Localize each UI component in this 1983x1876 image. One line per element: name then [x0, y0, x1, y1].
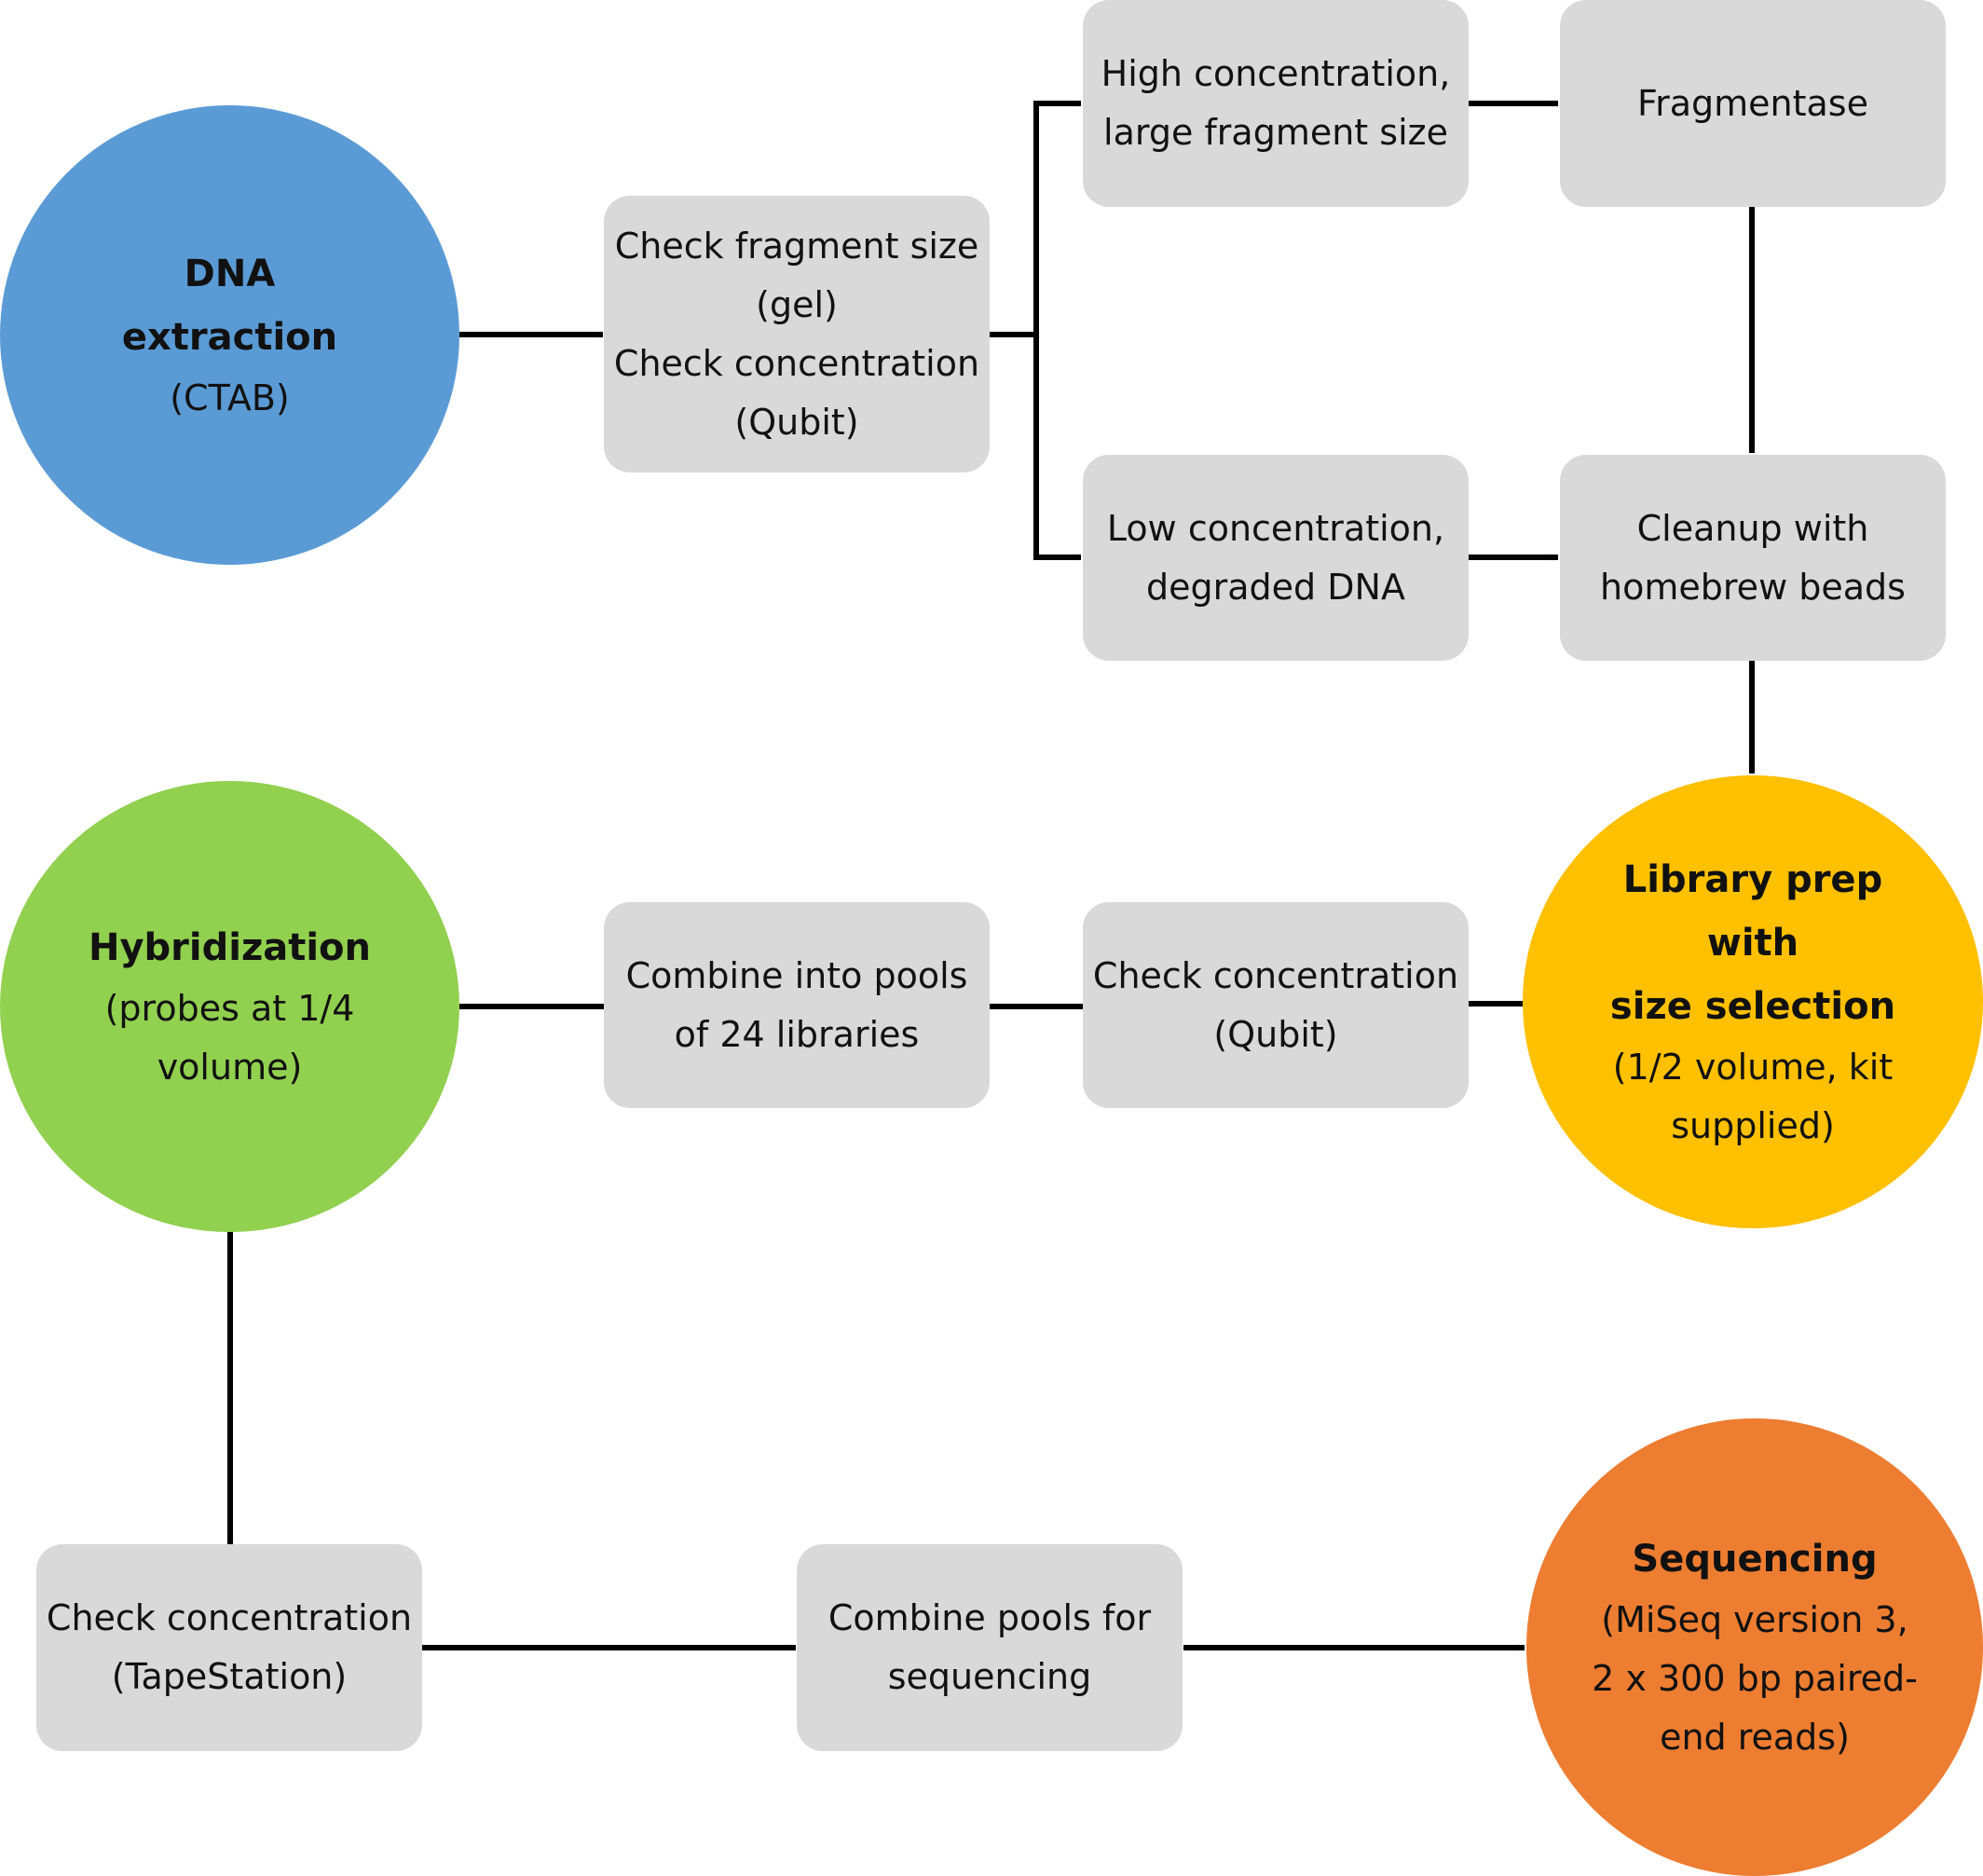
hybridization-title-line: Hybridization — [88, 926, 372, 969]
library-prep-title-line: size selection — [1609, 985, 1896, 1028]
fragmentase-title-line: Fragmentase — [1637, 82, 1868, 124]
low-concentration-title-line: degraded DNA — [1146, 566, 1405, 608]
sequencing-node: Sequencing (MiSeq version 3, 2 x 300 bp pa… — [1526, 1418, 1983, 1876]
dna-extraction-title-line: extraction — [121, 316, 338, 359]
sequencing-detail-line: end reads) — [1660, 1717, 1850, 1758]
check-fragment-node: Check fragment size (gel) Check concentrat… — [604, 196, 990, 472]
cleanup-node: Cleanup with homebrew beads — [1560, 455, 1946, 661]
check-qubit-title-line: (Qubit) — [1213, 1013, 1338, 1055]
hybridization-detail-line: volume) — [157, 1047, 303, 1088]
cleanup-title-line: Cleanup with — [1636, 507, 1869, 549]
combine-sequencing-title-line: Combine pools for — [827, 1597, 1152, 1638]
check-fragment-title-line: Check fragment size — [614, 225, 979, 267]
check-qubit-node: Check concentration (Qubit) — [1083, 902, 1469, 1108]
check-fragment-title-line: (gel) — [756, 283, 838, 325]
library-prep-title-line: with — [1706, 922, 1799, 965]
check-tapestation-title-line: Check concentration — [46, 1597, 413, 1638]
library-prep-title-line: Library prep — [1622, 858, 1883, 901]
cleanup-title-line: homebrew beads — [1600, 566, 1906, 608]
low-concentration-title-line: Low concentration, — [1106, 507, 1445, 549]
low-concentration-node: Low concentration, degraded DNA — [1083, 455, 1469, 661]
high-concentration-title-line: large fragment size — [1103, 112, 1448, 153]
library-prep-node: Library prep with size selection (1/2 volum… — [1523, 775, 1983, 1228]
library-prep-detail-line: supplied) — [1671, 1105, 1835, 1146]
check-fragment-title-line: Check concentration — [613, 342, 980, 384]
dna-extraction-node: DNA extraction (CTAB) — [0, 105, 459, 565]
high-concentration-title-line: High concentration, — [1101, 53, 1451, 94]
library-prep-detail-line: (1/2 volume, kit — [1612, 1047, 1894, 1088]
combine-sequencing-title-line: sequencing — [887, 1656, 1092, 1697]
check-tapestation-title-line: (TapeStation) — [111, 1656, 348, 1697]
arrow-check-to-low — [1033, 335, 1082, 561]
check-tapestation-node: Check concentration (TapeStation) — [36, 1544, 422, 1751]
high-concentration-node: High concentration, large fragment size — [1083, 0, 1469, 207]
check-fragment-title-line: (Qubit) — [734, 401, 859, 443]
combine-pools-node: Combine into pools of 24 libraries — [604, 902, 990, 1108]
hybridization-node: Hybridization (probes at 1/4 volume) — [0, 781, 459, 1232]
combine-pools-title-line: of 24 libraries — [674, 1013, 920, 1055]
sequencing-detail-line: 2 x 300 bp paired- — [1592, 1658, 1918, 1699]
arrow-check-to-high — [990, 100, 1082, 337]
fragmentase-node: Fragmentase — [1560, 0, 1946, 207]
sequencing-title-line: Sequencing — [1632, 1538, 1878, 1581]
dna-extraction-title-line: DNA — [184, 253, 276, 295]
combine-sequencing-node: Combine pools for sequencing — [797, 1544, 1183, 1751]
combine-pools-title-line: Combine into pools — [625, 954, 968, 996]
hybridization-detail-line: (probes at 1/4 — [104, 988, 355, 1029]
dna-extraction-detail-line: (CTAB) — [170, 377, 290, 418]
sequencing-detail-line: (MiSeq version 3, — [1601, 1599, 1908, 1640]
check-qubit-title-line: Check concentration — [1092, 954, 1459, 996]
